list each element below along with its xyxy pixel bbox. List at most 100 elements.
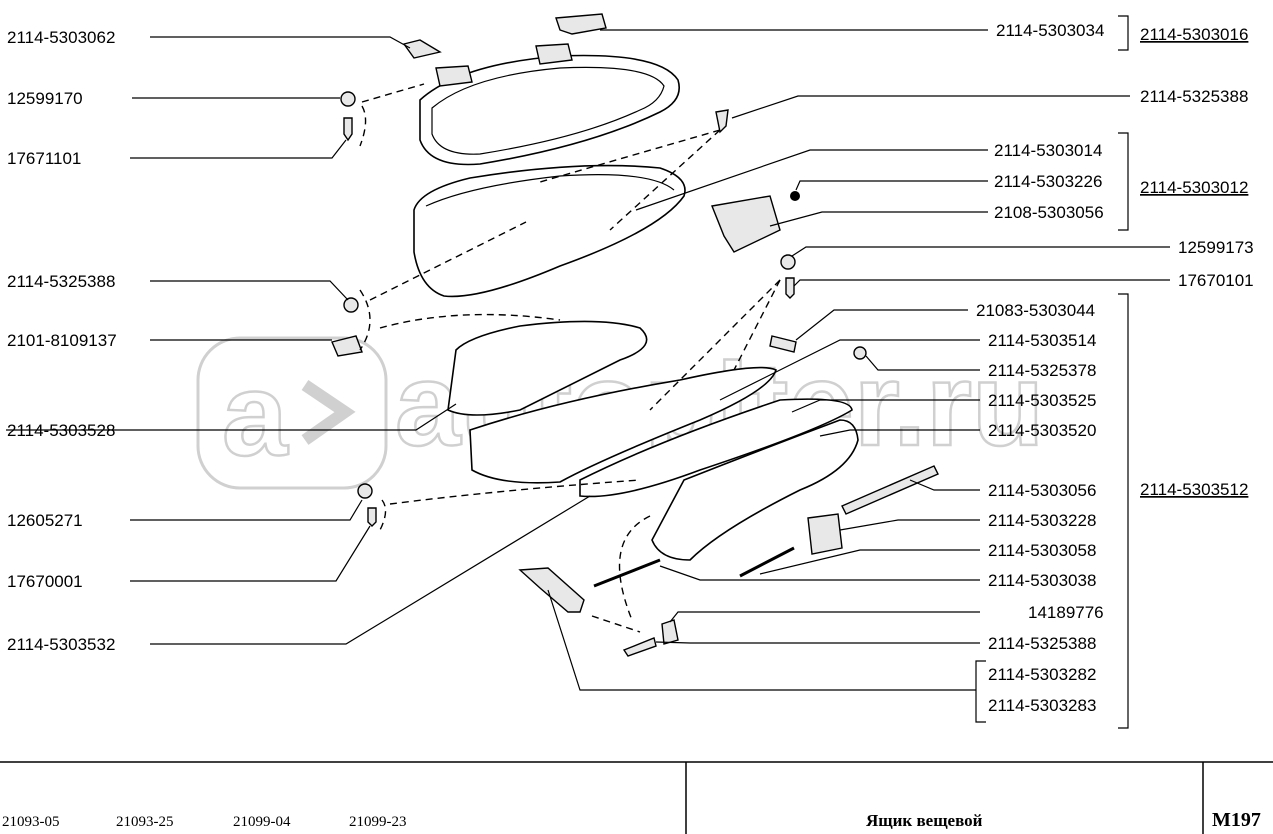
- screw-2114-5325378: [853, 346, 867, 360]
- exploded-view: [331, 13, 939, 657]
- part-label: 12605271: [7, 511, 83, 530]
- bracket-group-3: [1118, 293, 1129, 729]
- bracket-group-1: [1118, 15, 1129, 51]
- page-code: M197: [1212, 809, 1261, 831]
- part-label: 17670101: [1178, 271, 1254, 290]
- assembly-label: 2114-5303012: [1140, 178, 1248, 197]
- part-label: 17671101: [7, 149, 81, 168]
- leader-lines: [6, 15, 1170, 729]
- part-label: 2114-5303038: [988, 571, 1096, 590]
- frame-rail: [579, 398, 853, 498]
- assembly-path-10: [379, 499, 387, 531]
- leader-right-10: [865, 355, 980, 371]
- leader-right-5: [769, 211, 988, 227]
- pin-21083-5303044: [769, 335, 797, 353]
- leader-left-8: [130, 525, 371, 582]
- leader-right-16: [659, 565, 980, 581]
- part-label: 2108-5303056: [994, 203, 1104, 222]
- assembly-path-7: [539, 129, 721, 183]
- part-label: 2114-5303520: [988, 421, 1096, 440]
- leader-left-7: [130, 499, 363, 521]
- assembly-label: 2114-5303512: [1140, 480, 1248, 499]
- assembly-labels: 2114-5303016 2114-5303012 2114-5303512: [1140, 25, 1248, 499]
- bushing-14189776: [661, 619, 679, 645]
- glovebox-housing: [447, 320, 648, 416]
- glovebox-cover: [651, 419, 859, 561]
- assembly-path-1: [359, 105, 367, 147]
- bracket-group-2: [1118, 132, 1129, 231]
- part-label: 2114-5303014: [994, 141, 1102, 160]
- part-label: 2114-5303034: [996, 21, 1104, 40]
- leader-right-11: [791, 399, 980, 413]
- part-label: 2101-8109137: [7, 331, 117, 350]
- watermark-logo-glyph: a: [222, 349, 289, 481]
- assembly-path-5: [379, 313, 561, 329]
- leader-right-19: [547, 589, 976, 691]
- leader-left-6: [6, 403, 457, 431]
- part-label: 2114-5303056: [988, 481, 1096, 500]
- part-label: 2114-5303528: [7, 421, 115, 440]
- lid-hinge-right: [535, 43, 573, 65]
- leader-right-7: [793, 279, 1170, 287]
- glovebox-frame: [469, 366, 777, 484]
- cover-rod: [841, 465, 939, 515]
- leader-right-13: [909, 479, 980, 491]
- right-labels: 2114-5303034 2114-5325388 2114-5303014 2…: [976, 21, 1254, 715]
- clip-12599173: [780, 254, 796, 270]
- model-code: 21093-05: [2, 814, 60, 830]
- assembly-path-6: [609, 129, 721, 231]
- assembly-path-2: [361, 83, 425, 103]
- part-label: 2114-5303532: [7, 635, 115, 654]
- leader-right-4: [795, 180, 988, 191]
- watermark-logo-chevron: [301, 380, 356, 445]
- part-label: 2114-5303062: [7, 28, 115, 47]
- leader-right-12: [819, 429, 980, 437]
- screw-17670001: [367, 507, 377, 527]
- assembly-path-12: [618, 515, 651, 621]
- tray-latch: [711, 195, 781, 253]
- part-label: 12599170: [7, 89, 83, 108]
- part-label: 12599173: [1178, 238, 1254, 257]
- leader-right-14: [839, 519, 980, 531]
- leader-left-4: [150, 280, 349, 301]
- footer: 21093-05 21093-25 21099-04 21099-23 Ящик…: [0, 761, 1273, 834]
- plug-2114-5303226: [790, 191, 800, 201]
- plate-2101-8109137: [331, 335, 363, 357]
- hinge-bracket-left: [402, 39, 442, 59]
- glovebox-tray: [413, 164, 686, 298]
- glovebox-tray-rim: [425, 174, 675, 207]
- part-label: 2114-5303228: [988, 511, 1096, 530]
- leader-right-9: [719, 339, 980, 401]
- assembly-path-13: [591, 615, 641, 633]
- part-label: 2114-5303282: [988, 665, 1096, 684]
- leader-left-3: [130, 139, 347, 159]
- lid-hinge-left: [435, 65, 473, 87]
- screw-2114-5325388-left: [343, 297, 359, 313]
- leader-right-6: [791, 246, 1170, 257]
- part-label: 14189776: [1028, 603, 1104, 622]
- left-labels: 2114-5303062 12599170 17671101 2114-5325…: [7, 28, 117, 654]
- clip-12599170: [340, 91, 356, 107]
- part-label: 2114-5303226: [994, 172, 1102, 191]
- part-label: 2114-5303058: [988, 541, 1096, 560]
- model-code: 21093-25: [116, 814, 174, 830]
- part-label: 17670001: [7, 572, 83, 591]
- leader-right-15: [759, 549, 980, 575]
- page-title: Ящик вещевой: [866, 811, 983, 830]
- part-label: 2114-5325378: [988, 361, 1096, 380]
- leader-right-2: [731, 95, 1130, 119]
- screw-17671101: [343, 117, 353, 142]
- screw-2114-5325388-top: [715, 109, 729, 134]
- bracket-group-4: [975, 660, 986, 723]
- part-label: 2114-5325388: [1140, 87, 1248, 106]
- screw-17670101: [785, 277, 795, 299]
- glovebox-lid: [419, 54, 680, 166]
- assembly-label: 2114-5303016: [1140, 25, 1248, 44]
- part-label: 2114-5303525: [988, 391, 1096, 410]
- assembly-path-11: [389, 479, 641, 505]
- model-code: 21099-23: [349, 814, 407, 830]
- lock-2114-5303228: [807, 513, 843, 555]
- hinge-bracket-top: [555, 13, 607, 35]
- assembly-path-8: [733, 279, 781, 371]
